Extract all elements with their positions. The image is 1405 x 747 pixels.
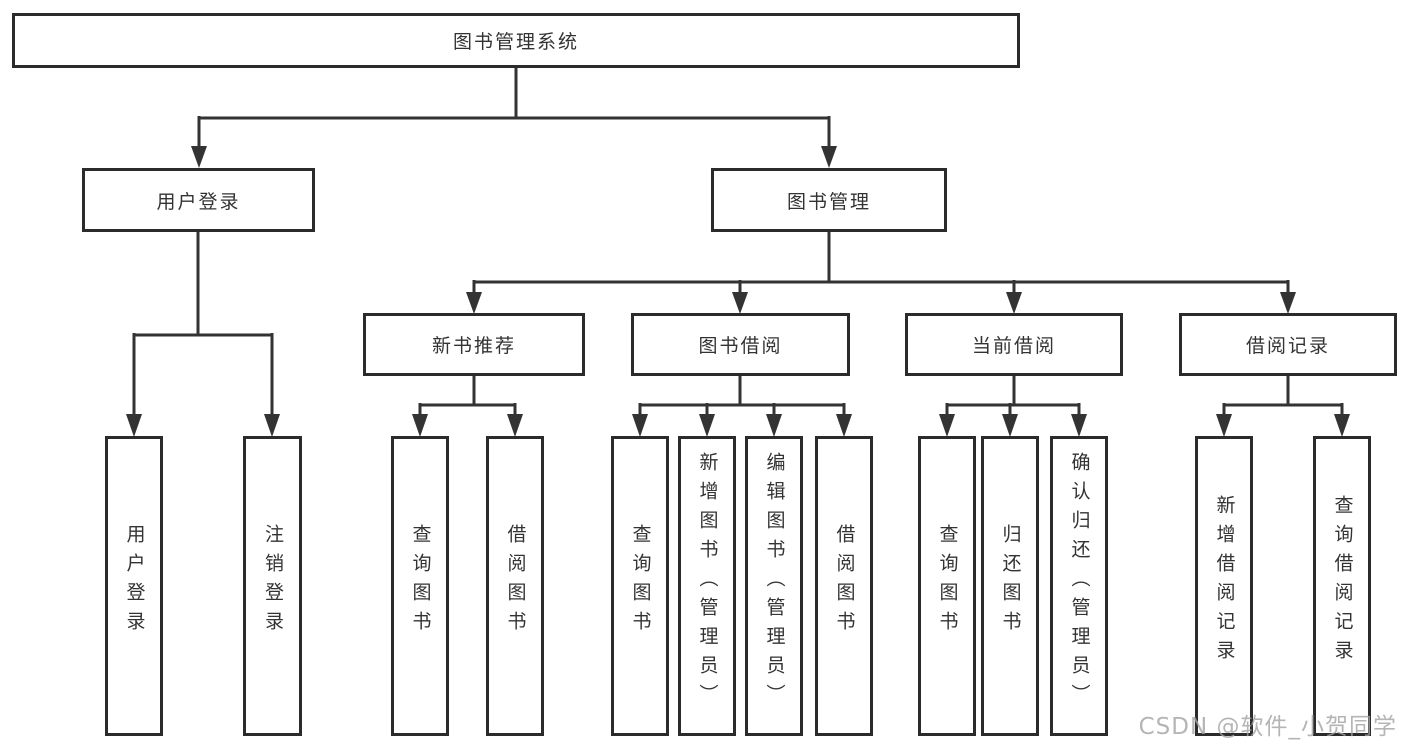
leaf-label: 新增借阅记录 xyxy=(1213,495,1236,669)
node-leaf-user-login: 用户登录 xyxy=(105,436,163,736)
node-current-borrowing: 当前借阅 xyxy=(905,313,1123,376)
leaf-label: 查询借阅记录 xyxy=(1331,495,1354,669)
node-leaf-logout: 注销登录 xyxy=(243,436,302,736)
leaf-label: 查询图书 xyxy=(629,524,652,640)
node-leaf-return-books: 归还图书 xyxy=(981,436,1039,736)
leaf-label: 用户登录 xyxy=(123,524,146,640)
leaf-label: 确认归还（管理员） xyxy=(1068,451,1091,713)
node-library-management-system: 图书管理系统 xyxy=(12,13,1020,68)
leaf-label: 归还图书 xyxy=(999,524,1022,640)
node-leaf-query-books-recommend: 查询图书 xyxy=(391,436,449,736)
leaf-label: 查询图书 xyxy=(409,524,432,640)
node-borrowing-records: 借阅记录 xyxy=(1179,313,1397,376)
node-book-management: 图书管理 xyxy=(711,168,947,232)
node-leaf-query-books-current: 查询图书 xyxy=(918,436,976,736)
leaf-label: 借阅图书 xyxy=(504,524,527,640)
node-new-book-recommend: 新书推荐 xyxy=(363,313,585,376)
node-leaf-query-books-borrow: 查询图书 xyxy=(611,436,669,736)
node-leaf-confirm-return-admin: 确认归还（管理员） xyxy=(1050,436,1108,736)
node-leaf-add-books-admin: 新增图书（管理员） xyxy=(678,436,736,736)
leaf-label: 编辑图书（管理员） xyxy=(763,451,786,713)
node-user-login: 用户登录 xyxy=(82,168,315,232)
leaf-label: 借阅图书 xyxy=(833,524,856,640)
node-book-borrowing: 图书借阅 xyxy=(631,313,850,376)
leaf-label: 查询图书 xyxy=(936,524,959,640)
leaf-label: 注销登录 xyxy=(262,524,284,640)
node-leaf-query-borrow-record: 查询借阅记录 xyxy=(1313,436,1371,736)
node-leaf-edit-books-admin: 编辑图书（管理员） xyxy=(745,436,803,736)
node-leaf-add-borrow-record: 新增借阅记录 xyxy=(1195,436,1253,736)
leaf-label: 新增图书（管理员） xyxy=(696,451,719,713)
node-leaf-borrow-books: 借阅图书 xyxy=(815,436,873,736)
node-leaf-borrow-books-recommend: 借阅图书 xyxy=(486,436,544,736)
